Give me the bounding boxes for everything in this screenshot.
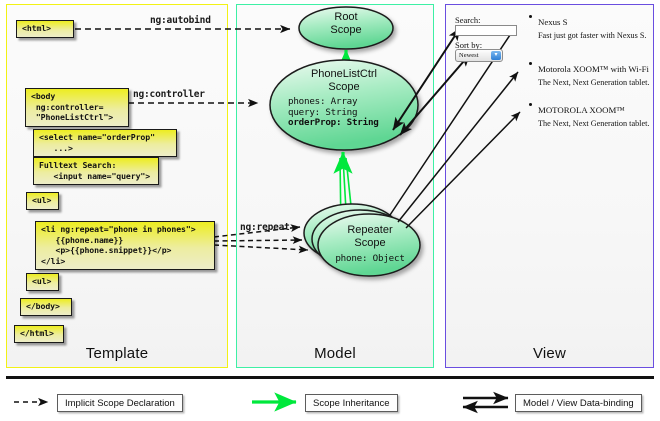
label-ng-controller: ng:controller xyxy=(133,89,205,100)
code-box-select: <select name="orderProp" ...> xyxy=(33,129,177,157)
phone-name: MOTOROLA XOOM™ xyxy=(538,105,625,115)
panel-label-template: Template xyxy=(85,345,149,362)
legend-scope-inheritance: Scope Inheritance xyxy=(305,394,398,412)
code-box-html-close: </html> xyxy=(14,325,64,343)
bullet-icon xyxy=(529,62,532,65)
code-box-ul-close: <ul> xyxy=(26,273,59,291)
search-input[interactable] xyxy=(455,25,517,36)
code-box-html-open: <html> xyxy=(16,20,74,38)
phone-name: Motorola XOOM™ with Wi-Fi xyxy=(538,64,649,74)
legend-implicit-scope-declaration: Implicit Scope Declaration xyxy=(57,394,183,412)
code-box-li-repeat: <li ng:repeat="phone in phones"> {{phone… xyxy=(35,221,215,270)
sort-by-label: Sort by: xyxy=(455,40,483,50)
phone-snippet-1: Fast just got faster with Nexus S. xyxy=(538,31,647,40)
search-label: Search: xyxy=(455,15,481,25)
phone-name: Nexus S xyxy=(538,17,568,27)
sort-by-select[interactable]: Newest ▾ xyxy=(455,49,503,62)
code-box-body-open: <body ng:controller= "PhoneListCtrl"> xyxy=(25,88,129,127)
panel-label-view: View xyxy=(532,345,567,362)
list-item-phone-1[interactable]: Nexus S xyxy=(529,12,568,30)
legend-glyph-double xyxy=(462,391,509,414)
panel-label-model: Model xyxy=(314,345,356,362)
chevron-down-icon[interactable]: ▾ xyxy=(491,51,501,60)
bullet-icon xyxy=(529,103,532,106)
code-box-fulltext-search: Fulltext Search: <input name="query"> xyxy=(33,157,159,185)
phone-snippet-2: The Next, Next Generation tablet. xyxy=(538,78,650,87)
legend-model-view-data-binding: Model / View Data-binding xyxy=(515,394,642,412)
phone-snippet-3: The Next, Next Generation tablet. xyxy=(538,119,650,128)
bullet-icon xyxy=(529,15,532,18)
label-ng-autobind: ng:autobind xyxy=(150,15,211,26)
list-item-phone-2[interactable]: Motorola XOOM™ with Wi-Fi xyxy=(529,59,649,77)
panel-model xyxy=(236,4,434,368)
label-ng-repeat: ng:repeat xyxy=(240,222,290,233)
legend-divider xyxy=(6,376,654,379)
code-box-body-close: </body> xyxy=(20,298,72,316)
list-item-phone-3[interactable]: MOTOROLA XOOM™ xyxy=(529,100,625,118)
code-box-ul-open: <ul> xyxy=(26,192,59,210)
sort-by-selected-value: Newest xyxy=(459,52,479,59)
